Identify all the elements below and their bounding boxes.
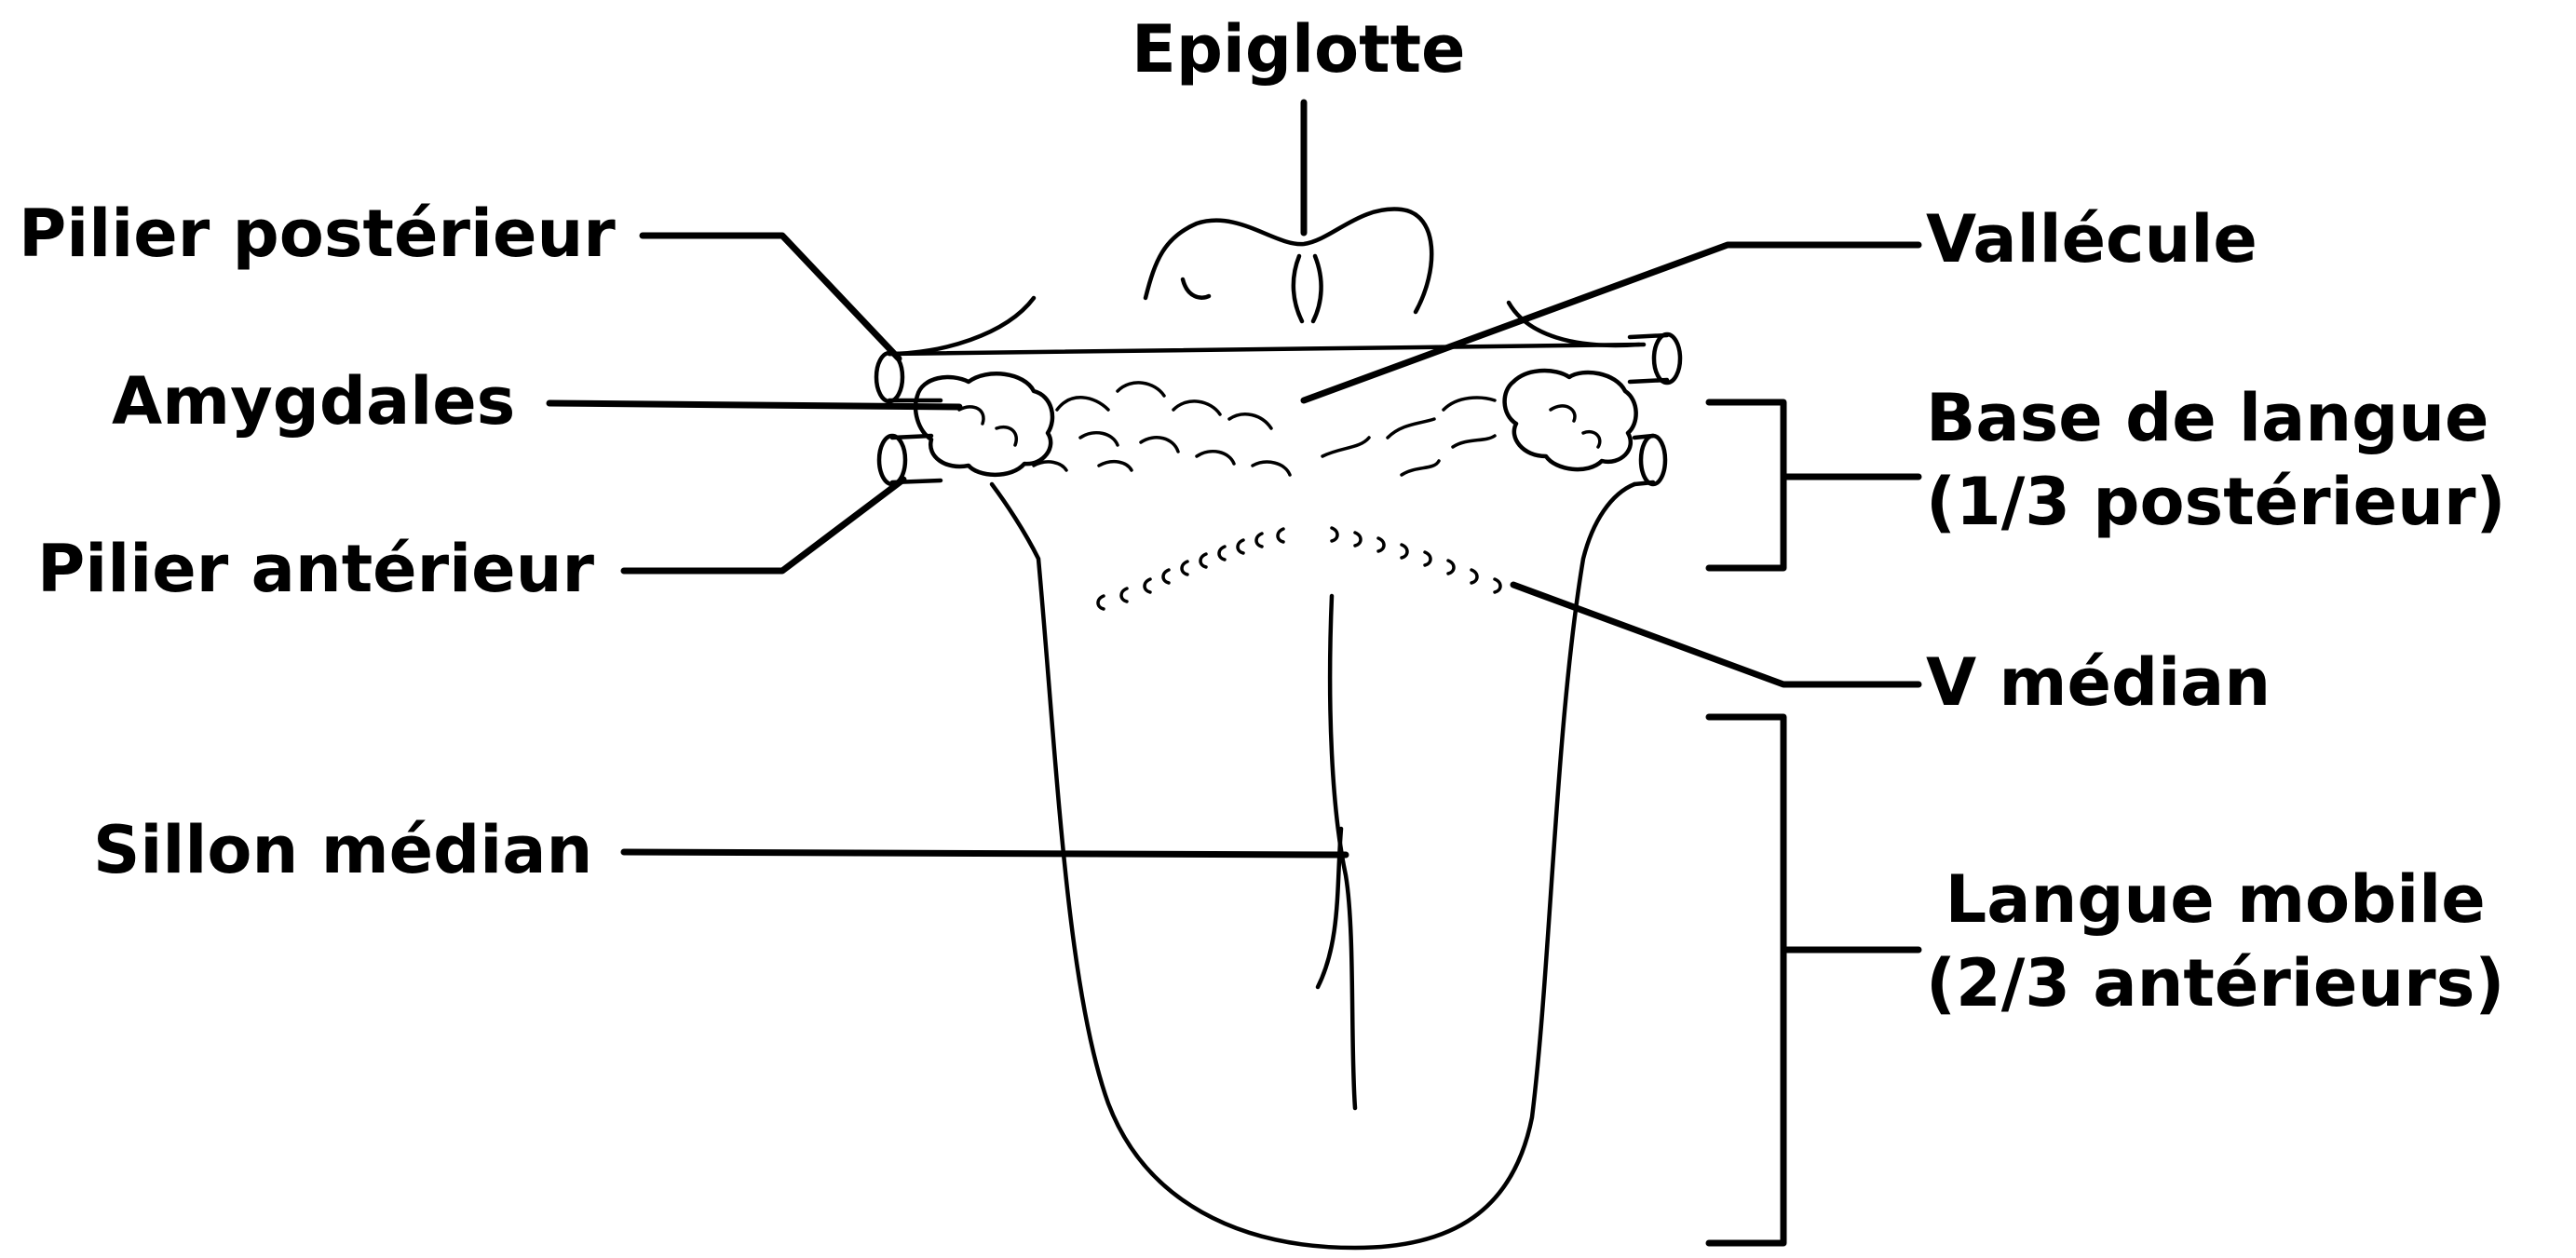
leader-amygdales xyxy=(549,403,959,407)
label-pilier-anterieur: Pilier antérieur xyxy=(37,536,594,602)
label-v-median: V médian xyxy=(1926,650,2271,715)
tongue-body-outline xyxy=(992,484,1634,1248)
label-base-de-langue-line2: (1/3 postérieur) xyxy=(1926,461,2505,545)
leader-lines xyxy=(549,102,1918,1243)
label-langue-mobile-line2: (2/3 antérieurs) xyxy=(1926,942,2504,1026)
v-median-papillae xyxy=(1098,528,1500,609)
label-base-de-langue: Base de langue (1/3 postérieur) xyxy=(1926,377,2505,544)
pillars-drawing xyxy=(876,334,1680,484)
tonsils-drawing xyxy=(915,371,1636,475)
label-langue-mobile: Langue mobile (2/3 antérieurs) xyxy=(1926,859,2504,1025)
label-vallecule: Vallécule xyxy=(1926,207,2257,272)
tongue-base-texture xyxy=(1034,383,1495,475)
bracket-base-de-langue xyxy=(1709,402,1918,568)
epiglottis-drawing xyxy=(1146,210,1431,321)
leader-sillon-median xyxy=(624,852,1346,855)
leader-pilier-posterieur xyxy=(643,236,899,358)
bracket-langue-mobile xyxy=(1709,717,1918,1243)
label-sillon-median: Sillon médian xyxy=(93,818,592,883)
label-pilier-posterieur: Pilier postérieur xyxy=(19,201,616,266)
label-epiglotte: Epiglotte xyxy=(1132,17,1466,82)
leader-pilier-anterieur xyxy=(624,480,903,571)
label-base-de-langue-line1: Base de langue xyxy=(1926,377,2505,461)
label-langue-mobile-line1: Langue mobile xyxy=(1926,859,2504,942)
label-amygdales: Amygdales xyxy=(112,369,515,434)
